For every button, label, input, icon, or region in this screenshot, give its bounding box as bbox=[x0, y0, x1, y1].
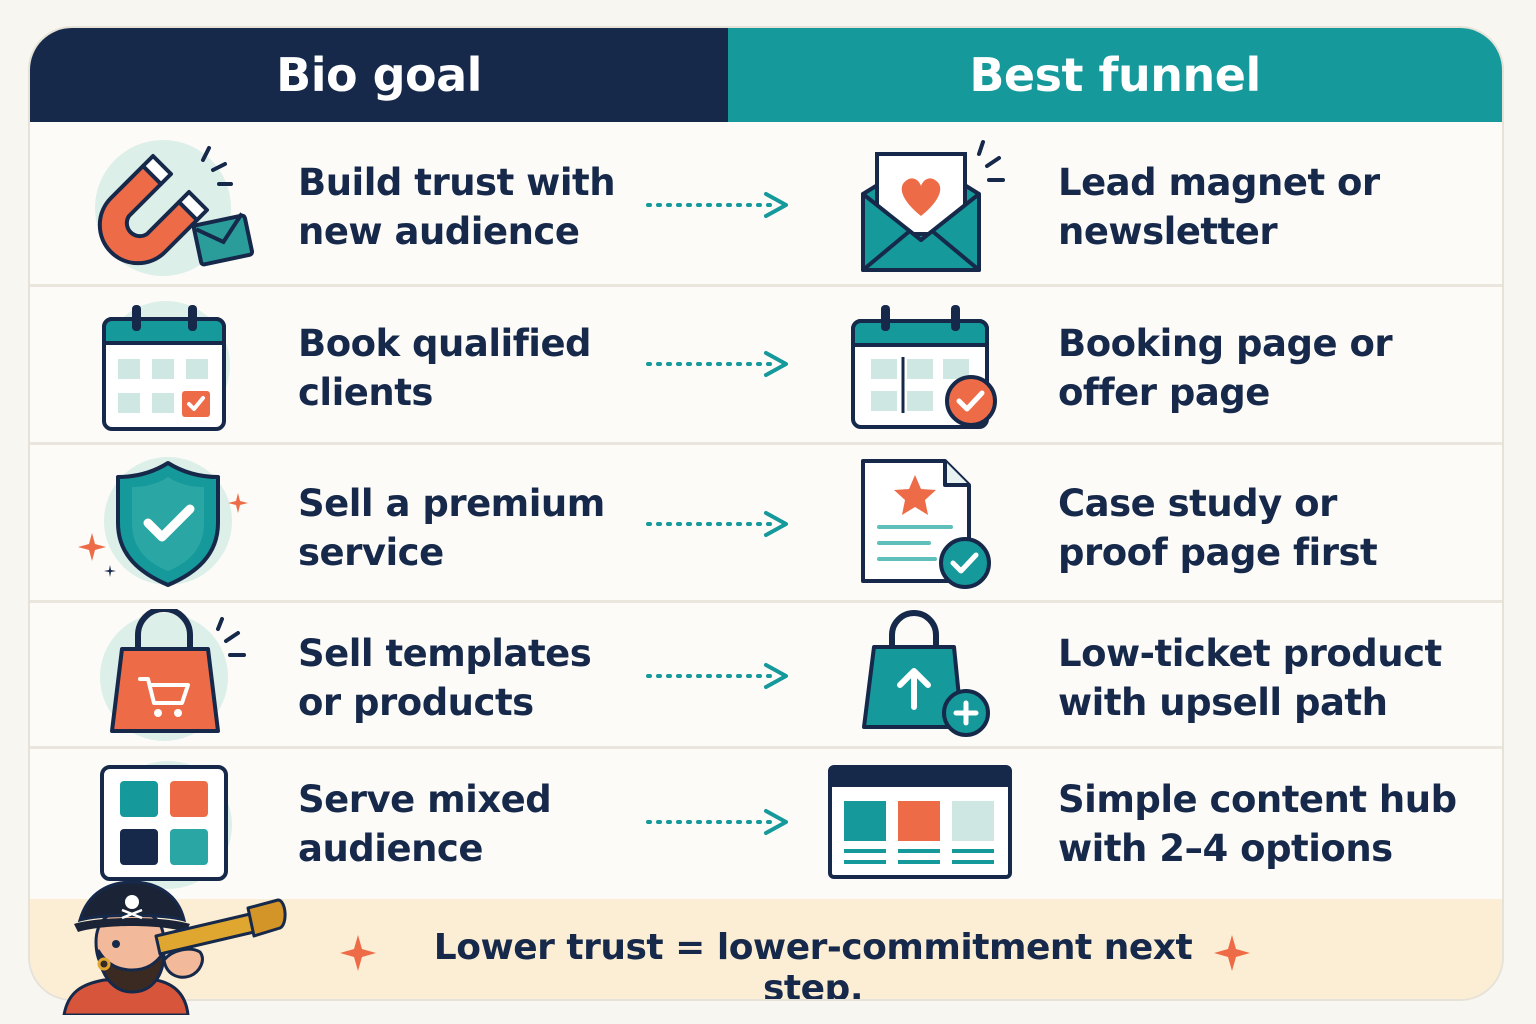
sparkle-icon bbox=[340, 935, 376, 971]
grid-icon bbox=[100, 761, 232, 889]
sparkle-icon bbox=[1214, 935, 1250, 971]
footer-message: Lower trust = lower-commitment next step… bbox=[433, 927, 1193, 1001]
calendar-icon bbox=[102, 301, 230, 431]
document-star-icon bbox=[861, 459, 991, 589]
arrow-right-icon bbox=[646, 809, 788, 835]
arrow-right-icon bbox=[646, 511, 788, 537]
shield-check-icon bbox=[78, 457, 248, 587]
magnet-icon bbox=[95, 140, 255, 276]
envelope-heart-icon bbox=[861, 140, 1005, 272]
shopping-bag-icon bbox=[100, 609, 246, 741]
bio-goal-header: Bio goal bbox=[30, 28, 729, 122]
content-hub-icon bbox=[828, 765, 1012, 879]
arrow-right-icon bbox=[646, 663, 788, 689]
bag-upsell-icon bbox=[862, 610, 990, 737]
pirate-telescope-icon bbox=[62, 880, 287, 1015]
table-header: Bio goal Best funnel bbox=[30, 28, 1502, 122]
best-funnel-header: Best funnel bbox=[728, 28, 1502, 122]
calendar-check-icon bbox=[851, 305, 997, 429]
arrow-right-icon bbox=[646, 192, 788, 218]
arrow-right-icon bbox=[646, 351, 788, 377]
